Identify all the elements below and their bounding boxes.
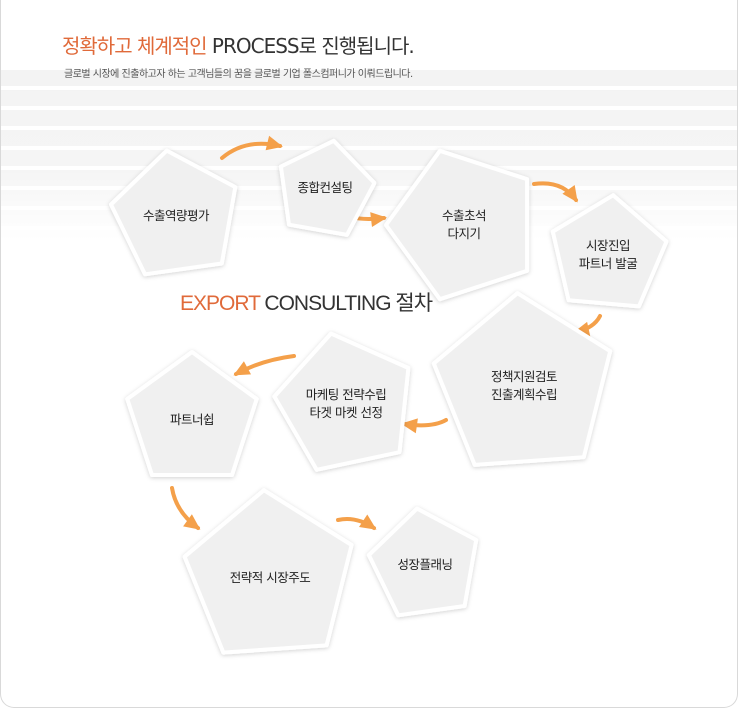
process-step-7: 파트너쉽: [125, 350, 259, 477]
arrow-head-icon: [562, 185, 578, 203]
pentagon-shape: [366, 506, 479, 618]
process-step-9: 성장플래닝: [366, 506, 479, 618]
arrow-head-icon: [370, 212, 387, 227]
flow-arrow-8: [336, 514, 377, 530]
section-heading-rest: CONSULTING 절차: [260, 292, 433, 315]
flow-arrow-1: [220, 135, 283, 160]
pentagon-shape: [272, 331, 411, 472]
process-step-label: 타겟 마켓 선정: [310, 405, 383, 420]
pentagon-shape: [431, 291, 613, 467]
process-step-label: 진출계획수립: [491, 387, 557, 402]
pentagon-shape: [550, 193, 669, 309]
process-step-1: 수출역량평가: [109, 148, 238, 277]
arrow-head-icon: [265, 135, 283, 151]
arrow-head-icon: [359, 514, 377, 530]
process-step-label: 성장플래닝: [397, 557, 452, 572]
process-step-label: 전략적 시장주도: [230, 570, 310, 585]
flow-arrow-5: [401, 418, 448, 434]
pentagon-shape: [109, 148, 238, 277]
pentagon-shape: [125, 350, 259, 477]
flow-arrow-3: [532, 181, 578, 203]
flow-arrows: [170, 135, 602, 530]
process-step-label: 파트너 발굴: [579, 256, 637, 271]
flow-arrow-7: [170, 486, 201, 530]
page-subtitle: 글로벌 시장에 진출하고자 하는 고객님들의 꿈을 글로벌 기업 폴스컴퍼니가 …: [64, 69, 413, 80]
page-title: 정확하고 체계적인 PROCESS로 진행됩니다.: [62, 30, 415, 59]
process-step-label: 다지기: [447, 226, 480, 241]
process-step-label: 파트너쉽: [170, 412, 214, 427]
flow-arrow-6: [233, 354, 296, 376]
arrow-head-icon: [401, 418, 418, 434]
pentagon-shape: [278, 138, 377, 237]
pentagon-shape: [182, 488, 354, 655]
process-step-8: 전략적 시장주도: [182, 488, 354, 655]
section-heading-accent: EXPORT: [180, 292, 261, 315]
process-step-label: 수출초석: [442, 208, 486, 223]
process-step-label: 정책지원검토: [491, 369, 557, 384]
process-step-2: 종합컨설팅: [278, 138, 377, 237]
process-step-label: 종합컨설팅: [297, 180, 352, 195]
arrow-head-icon: [183, 514, 201, 530]
process-step-label: 마케팅 전략수립: [306, 387, 386, 402]
arrow-head-icon: [233, 361, 251, 376]
process-step-label: 수출역량평가: [143, 208, 210, 223]
pentagon-shape: [384, 148, 530, 302]
process-step-label: 시장진입: [586, 238, 630, 253]
page-title-accent: 정확하고 체계적인: [62, 34, 208, 58]
page-title-rest: PROCESS로 진행됩니다.: [206, 34, 415, 58]
section-heading: EXPORT CONSULTING 절차: [180, 292, 433, 315]
